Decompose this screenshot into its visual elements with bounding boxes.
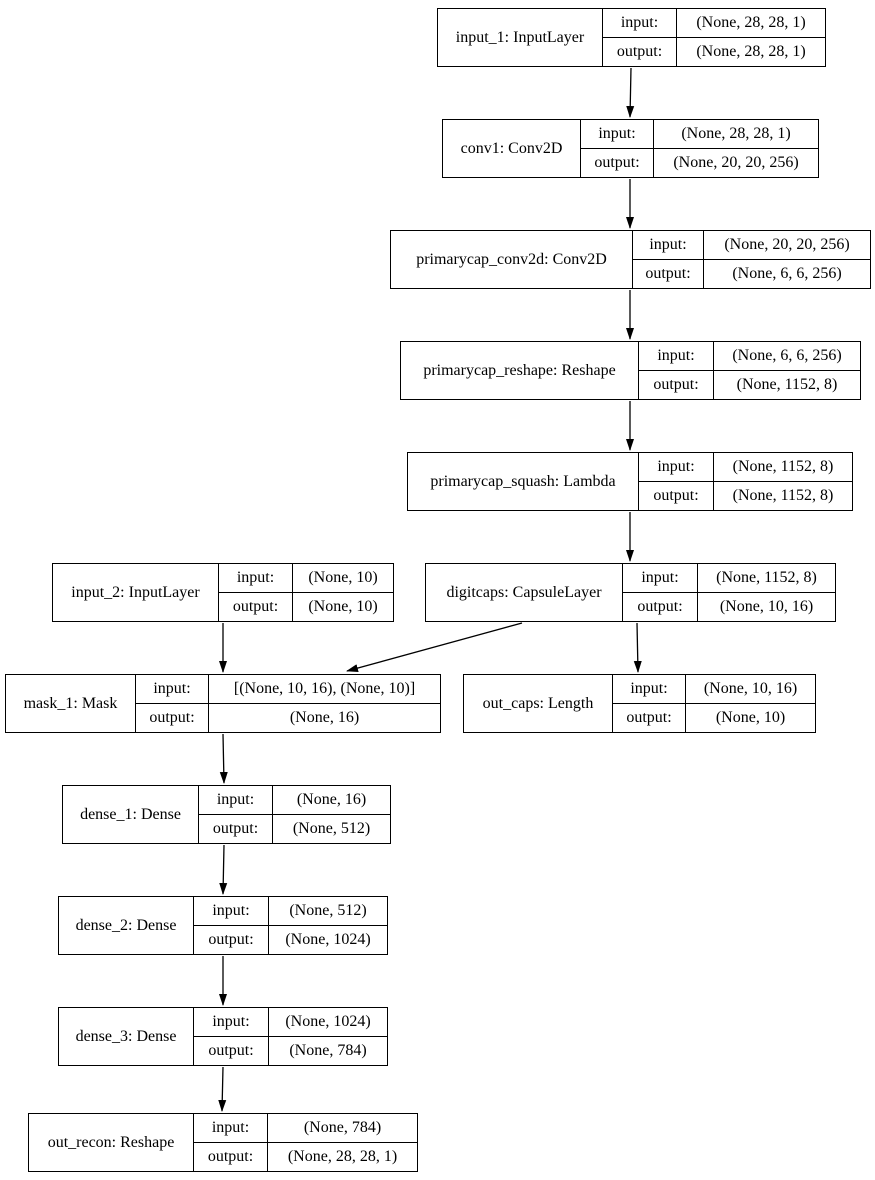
input-row-key: input:	[632, 230, 704, 260]
input-shape: (None, 16)	[272, 785, 391, 815]
input-shape: (None, 1024)	[268, 1007, 388, 1037]
input-shape: (None, 10)	[292, 563, 394, 593]
input-row-key: input:	[638, 452, 714, 482]
output-shape: (None, 1152, 8)	[713, 370, 861, 400]
layer-node-input_1: input_1: InputLayer input: (None, 28, 28…	[437, 8, 826, 67]
output-row-key: output:	[632, 259, 704, 289]
output-shape: (None, 10)	[292, 592, 394, 622]
input-shape: (None, 512)	[268, 896, 388, 926]
layer-node-dense_1: dense_1: Dense input: (None, 16) output:…	[62, 785, 391, 844]
layer-label: primarycap_conv2d: Conv2D	[390, 230, 633, 289]
output-row-key: output:	[602, 37, 677, 67]
layer-node-primarycap_conv2d: primarycap_conv2d: Conv2D input: (None, …	[390, 230, 871, 289]
input-row-key: input:	[602, 8, 677, 38]
layer-node-conv1: conv1: Conv2D input: (None, 28, 28, 1) o…	[442, 119, 819, 178]
layer-node-dense_3: dense_3: Dense input: (None, 1024) outpu…	[58, 1007, 388, 1066]
output-row-key: output:	[135, 703, 209, 733]
output-row-key: output:	[193, 925, 269, 955]
input-row-key: input:	[218, 563, 293, 593]
layer-node-mask_1: mask_1: Mask input: [(None, 10, 16), (No…	[5, 674, 441, 733]
layer-node-dense_2: dense_2: Dense input: (None, 512) output…	[58, 896, 388, 955]
input-row-key: input:	[580, 119, 654, 149]
input-shape: (None, 1152, 8)	[713, 452, 853, 482]
layer-label: primarycap_reshape: Reshape	[400, 341, 639, 400]
edge-input_1-to-conv1	[626, 67, 635, 118]
layer-node-out_recon: out_recon: Reshape input: (None, 784) ou…	[28, 1113, 418, 1172]
output-shape: (None, 784)	[268, 1036, 388, 1066]
input-row-key: input:	[193, 1113, 268, 1143]
output-row-key: output:	[218, 592, 293, 622]
output-row-key: output:	[638, 481, 714, 511]
layer-node-out_caps: out_caps: Length input: (None, 10, 16) o…	[463, 674, 816, 733]
input-row-key: input:	[612, 674, 686, 704]
layer-label: primarycap_squash: Lambda	[407, 452, 639, 511]
output-shape: (None, 512)	[272, 814, 391, 844]
layer-label: dense_3: Dense	[58, 1007, 194, 1066]
input-shape: (None, 28, 28, 1)	[653, 119, 819, 149]
output-shape: (None, 6, 6, 256)	[703, 259, 871, 289]
output-row-key: output:	[193, 1036, 269, 1066]
input-row-key: input:	[198, 785, 273, 815]
output-row-key: output:	[580, 148, 654, 178]
output-row-key: output:	[193, 1142, 268, 1172]
output-shape: (None, 16)	[208, 703, 441, 733]
input-shape: [(None, 10, 16), (None, 10)]	[208, 674, 441, 704]
input-shape: (None, 20, 20, 256)	[703, 230, 871, 260]
edge-digitcaps-to-mask_1	[346, 622, 523, 672]
input-shape: (None, 1152, 8)	[697, 563, 836, 593]
layer-label: mask_1: Mask	[5, 674, 136, 733]
output-shape: (None, 1152, 8)	[713, 481, 853, 511]
layer-node-primarycap_squash: primarycap_squash: Lambda input: (None, …	[407, 452, 853, 511]
output-shape: (None, 10, 16)	[697, 592, 836, 622]
layer-label: dense_2: Dense	[58, 896, 194, 955]
layer-label: input_1: InputLayer	[437, 8, 603, 67]
layer-node-input_2: input_2: InputLayer input: (None, 10) ou…	[52, 563, 394, 622]
output-shape: (None, 28, 28, 1)	[267, 1142, 418, 1172]
input-shape: (None, 10, 16)	[685, 674, 816, 704]
edge-mask_1-to-dense_1	[219, 733, 228, 784]
input-row-key: input:	[135, 674, 209, 704]
layer-label: dense_1: Dense	[62, 785, 199, 844]
layer-label: conv1: Conv2D	[442, 119, 581, 178]
input-row-key: input:	[193, 896, 269, 926]
layer-label: out_recon: Reshape	[28, 1113, 194, 1172]
edge-dense_1-to-dense_2	[219, 844, 228, 895]
edge-digitcaps-to-out_caps	[633, 622, 642, 673]
output-shape: (None, 1024)	[268, 925, 388, 955]
input-row-key: input:	[622, 563, 698, 593]
output-shape: (None, 20, 20, 256)	[653, 148, 819, 178]
output-row-key: output:	[612, 703, 686, 733]
output-row-key: output:	[622, 592, 698, 622]
output-row-key: output:	[638, 370, 714, 400]
layer-label: digitcaps: CapsuleLayer	[425, 563, 623, 622]
edge-dense_3-to-out_recon	[218, 1066, 227, 1112]
input-shape: (None, 784)	[267, 1113, 418, 1143]
layer-node-primarycap_reshape: primarycap_reshape: Reshape input: (None…	[400, 341, 861, 400]
input-shape: (None, 6, 6, 256)	[713, 341, 861, 371]
input-row-key: input:	[638, 341, 714, 371]
output-shape: (None, 28, 28, 1)	[676, 37, 826, 67]
output-row-key: output:	[198, 814, 273, 844]
output-shape: (None, 10)	[685, 703, 816, 733]
layer-node-digitcaps: digitcaps: CapsuleLayer input: (None, 11…	[425, 563, 836, 622]
input-shape: (None, 28, 28, 1)	[676, 8, 826, 38]
layer-label: input_2: InputLayer	[52, 563, 219, 622]
layer-label: out_caps: Length	[463, 674, 613, 733]
input-row-key: input:	[193, 1007, 269, 1037]
